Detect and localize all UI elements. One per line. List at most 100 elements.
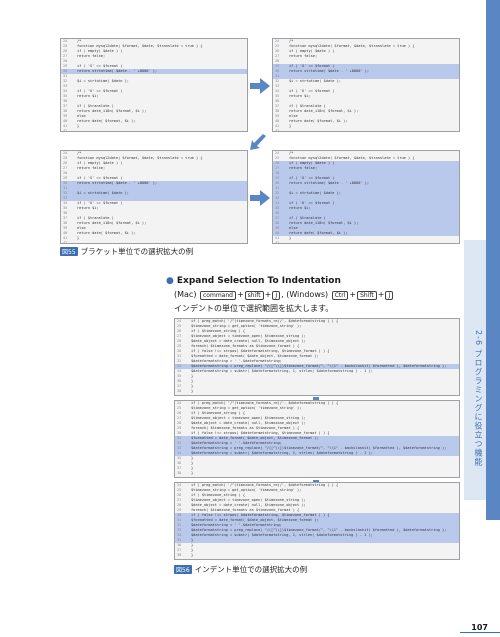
line-number: 26 (63, 161, 68, 165)
code-line: 39 else (61, 114, 247, 119)
chapter-sidebar (486, 0, 500, 520)
line-number: 28 (275, 171, 280, 175)
code-line: 27 return false; (273, 54, 459, 59)
line-number: 42 (63, 129, 68, 132)
code-text: /* (289, 39, 294, 43)
code-text: $i = strtotime( $date ); (77, 191, 129, 195)
code-text: } (191, 543, 194, 547)
key-j: J (272, 291, 281, 300)
line-number: 32 (275, 79, 280, 83)
code-text: $dateformatstring = ' '.$dateformatstrin… (191, 359, 282, 363)
key-shift: shift (244, 291, 264, 300)
line-number: 29 (177, 508, 182, 512)
code-line: 40 return date( $format, $i ); (61, 119, 247, 124)
code-text: $dateformatstring = preg_replace( "/([^\… (191, 446, 447, 450)
code-line: 28 (273, 171, 459, 176)
code-line: 36 } (175, 461, 459, 466)
code-text: if ( 'U' == $format ) (289, 201, 335, 205)
line-number: 26 (177, 329, 182, 333)
line-number: 30 (177, 431, 182, 435)
code-text: $dateformatstring = substr( $dateformats… (191, 369, 373, 373)
line-number: 41 (63, 124, 68, 128)
code-line: 26 if ( $timezone_string ) { (175, 329, 459, 334)
code-text: foreach( $timezone_formats as $timezone_… (191, 344, 300, 348)
code-text: function mysql2date( $format, $date, $tr… (289, 156, 415, 160)
code-line: 39 else (273, 114, 459, 119)
code-line: 31 (273, 74, 459, 79)
line-number: 26 (177, 411, 182, 415)
code-line: 34 if ( 'U' == $format ) (273, 201, 459, 206)
code-line: 34 $dateformatstring = substr( $dateform… (175, 451, 459, 456)
code-line: 34 if ( 'U' == $format ) (273, 89, 459, 94)
code-text: else (77, 114, 86, 118)
line-number: 24 (177, 319, 182, 323)
line-number: 24 (177, 483, 182, 487)
section-heading: ●Expand Selection To Indentation (166, 276, 341, 286)
code-line: 25 $timezone_string = get_option( 'timez… (175, 488, 459, 493)
line-number: 42 (275, 129, 280, 132)
code-line: 28 (273, 59, 459, 64)
code-line: 32 $dateformatstring = ' '.$dateformatst… (175, 359, 459, 364)
code-text: return false; (77, 54, 106, 58)
code-line: 37 if ( $translate ) (61, 216, 247, 221)
line-number: 31 (63, 186, 68, 190)
separator: , (281, 290, 284, 299)
fig56-screenshot-3: 24 if ( preg_match( '/^(timezone_formats… (174, 482, 460, 560)
line-number: 27 (63, 166, 68, 170)
code-line: 31 (61, 74, 247, 79)
line-number: 38 (275, 221, 280, 225)
code-line: 38 return date_i18n( $format, $i ); (273, 109, 459, 114)
line-number: 34 (63, 89, 68, 93)
line-number: 30 (177, 513, 182, 517)
line-number: 27 (275, 166, 280, 170)
code-text: $timezone_object = timezone_open( $timez… (191, 416, 306, 420)
key-shift: Shift (357, 291, 377, 300)
code-text: $dateformatstring = ' '.$dateformatstrin… (191, 523, 282, 527)
line-number: 39 (275, 226, 280, 230)
line-number: 30 (63, 69, 68, 73)
code-text: if ( preg_match( '/^(timezone_formats_re… (191, 401, 339, 405)
line-number: 37 (275, 104, 280, 108)
chapter-title: 2-6 プログラミングに役立つ機能 (474, 330, 483, 467)
code-line: 33 $dateformatstring = preg_replace( "/(… (175, 364, 459, 369)
line-number: 40 (63, 119, 68, 123)
line-number: 37 (177, 466, 182, 470)
line-number: 32 (275, 191, 280, 195)
code-line: 30 if ( false !== strpos( $dateformatstr… (175, 349, 459, 354)
code-text: $timezone_string = get_option( 'timezone… (191, 406, 302, 410)
code-line: 35 return $i; (61, 206, 247, 211)
code-text: $i = strtotime( $date ); (77, 79, 129, 83)
line-number: 27 (275, 54, 280, 58)
line-number: 28 (275, 59, 280, 63)
fig55-caption-text: ブラケット単位での選択拡大の例 (80, 247, 194, 256)
code-text: } (289, 124, 292, 128)
bullet-icon: ● (166, 276, 174, 286)
code-line: 32 $i = strtotime( $date ); (61, 79, 247, 84)
code-line: 24 if ( preg_match( '/^(timezone_formats… (175, 319, 459, 324)
code-line: 30 return strtotime( $date . ' +0000' ); (61, 69, 247, 74)
code-line: 38 return date_i18n( $format, $i ); (273, 221, 459, 226)
code-text: return date( $format, $i ); (77, 119, 136, 123)
line-number: 38 (63, 109, 68, 113)
line-number: 25 (275, 156, 280, 160)
code-line: 35 } (175, 456, 459, 461)
code-line: 31 (273, 186, 459, 191)
code-text: return date( $format, $i ); (77, 231, 136, 235)
code-line: 37 if ( $translate ) (273, 104, 459, 109)
code-text: } (191, 471, 194, 475)
line-number: 33 (275, 84, 280, 88)
line-number: 24 (275, 39, 280, 43)
code-line: 27 $timezone_object = timezone_open( $ti… (175, 498, 459, 503)
line-number: 28 (63, 59, 68, 63)
code-line: 24/* (61, 151, 247, 156)
section-description: インデントの単位で選択範囲を拡大します。 (174, 304, 334, 313)
code-line: 36 (273, 99, 459, 104)
code-line: 31 $formatted = date_format( $date_objec… (175, 518, 459, 523)
code-text: return date_i18n( $format, $i ); (77, 109, 147, 113)
code-text: $i = strtotime( $date ); (289, 79, 341, 83)
line-number: 25 (177, 406, 182, 410)
code-text: if ( preg_match( '/^(timezone_formats_re… (191, 319, 339, 323)
code-line: 31 $formatted = date_format( $date_objec… (175, 436, 459, 441)
code-text: $date_object = date_create( null, $timez… (191, 339, 306, 343)
